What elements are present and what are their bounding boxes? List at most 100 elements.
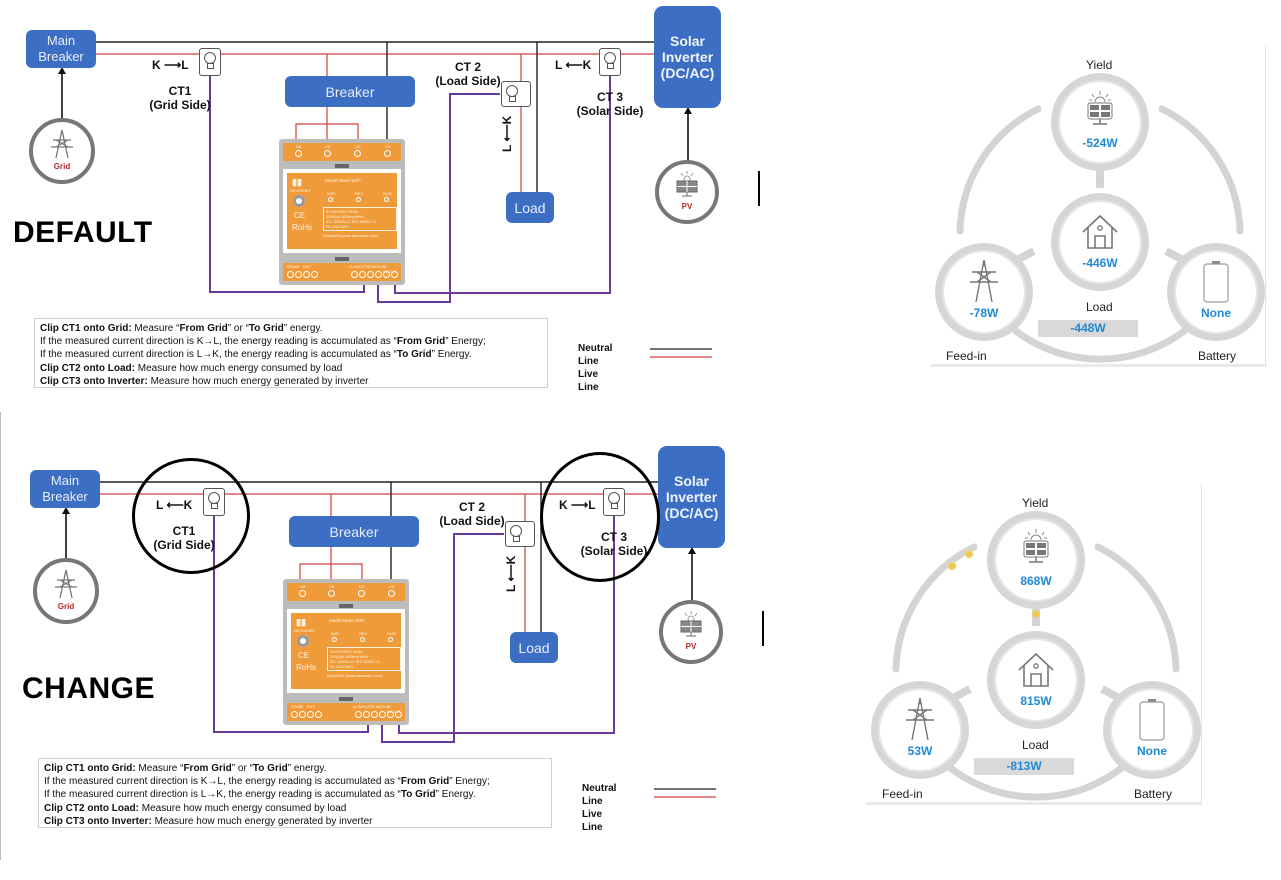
meter-panel: ▮▮ DEVIDEBIT Model:Meter-WiFi CE RoHs WI… [287,173,397,249]
note-line-1: Clip CT1 onto Grid: Measure “From Grid” … [44,763,327,774]
pv-label: PV [681,202,693,211]
line-legend: Neutral Line Live Line [578,342,612,394]
feed-in-label: Feed-in [882,787,923,801]
battery-icon [1139,699,1165,741]
load-label: Load [518,639,550,656]
ct3-highlight-circle [540,452,660,582]
wiring-lines [62,481,764,798]
grid-label: Grid [53,162,71,171]
load-total: -813W [974,758,1074,775]
solar-panel-icon [676,171,698,197]
meter-spec-box: 3X230/400V 50Hz 3X5(6)A 800imp/kWh IEC 6… [327,647,401,671]
ct2-direction: L ⟵K [500,115,514,152]
legend-live: Live Line [578,369,599,393]
yield-label: Yield [1022,496,1049,510]
load-node[interactable]: 815W [994,638,1078,722]
note-line-4: Clip CT2 onto Load: Measure how much ene… [44,802,347,814]
meter-top-terminals: UA UB UC UN [283,143,401,161]
load-total: -448W [1038,320,1138,337]
ct1-wire [213,516,369,733]
pylon-icon [51,129,73,159]
feed-in-label: Feed-in [946,349,987,363]
feed-in-node[interactable]: -78W [942,250,1026,334]
ct1-clamp-icon [199,48,221,76]
legend-live: Live Line [582,809,603,833]
house-icon [1018,652,1054,687]
solar-panel-icon [1023,529,1049,563]
load-box: Load [510,632,558,663]
battery-value: None [1137,744,1167,758]
load-value: 815W [1020,694,1052,708]
battery-node[interactable]: None [1174,250,1258,334]
brand-logo-icon: ▮▮ [296,617,306,627]
note-line-2: If the measured current direction is K→L… [40,336,486,348]
ct1-wire [209,76,365,293]
load-label: Load [514,199,546,216]
battery-label: Battery [1198,349,1237,363]
solar-panel-icon [1087,91,1113,125]
instructions-box: Clip CT1 onto Grid: Measure “From Grid” … [34,318,548,388]
ct2-label: CT 2(Load Side) [435,60,501,88]
meter-bottom-terminals: RS485 EXT IA IN/OUT IB IN/OUT IC IN/OUT [287,703,405,721]
pv-label: PV [685,642,697,651]
load-label: Load [1022,738,1049,752]
flow-dots [947,549,1040,618]
solar-panel-icon [680,611,702,637]
ct3-label: CT 3(Solar Side) [576,90,644,118]
grid-source: Grid [33,558,99,624]
ct2-clamp-icon [505,521,535,547]
breaker-box: Breaker [285,76,415,107]
ct3-clamp-icon [599,48,621,76]
solar-inverter-label: Solar Inverter (DC/AC) [660,33,715,81]
meter-panel: ▮▮ DEVIDEBIT Model:Meter-WiFi CE RoHs WI… [291,613,401,689]
note-line-5: Clip CT3 onto Inverter: Measure how much… [44,815,373,827]
ct2-direction: L ⟵K [504,555,518,592]
meter-bottom-terminals: RS485 EXT IA IN/OUT IB IN/OUT IC IN/OUT [283,263,401,281]
battery-label: Battery [1134,787,1173,801]
breaker-label: Breaker [325,83,375,100]
yield-node[interactable]: -524W [1058,80,1142,164]
reset-button-icon [297,635,309,647]
solar-inverter-label: Solar Inverter (DC/AC) [664,473,719,521]
pv-source: PV [655,160,719,224]
ct2-wire [381,533,504,743]
flow-arcs [892,543,1180,801]
ct1-direction: K ⟶L [152,58,189,72]
breaker-label: Breaker [329,523,379,540]
feed-in-value: 53W [907,744,933,758]
battery-node[interactable]: None [1110,688,1194,772]
load-node[interactable]: -446W [1058,200,1142,284]
load-label: Load [1086,300,1113,314]
feed-in-value: -78W [969,306,999,320]
ct2-wire [377,93,500,303]
yield-label: Yield [1086,58,1113,72]
battery-icon [1203,261,1229,303]
house-icon [1082,214,1118,249]
pylon-icon [906,697,934,741]
note-line-3: If the measured current direction is L→K… [44,789,476,801]
note-line-2: If the measured current direction is K→L… [44,776,490,788]
ct3-wire [394,76,611,294]
flow-arcs [956,105,1244,363]
grid-source: Grid [29,118,95,184]
ct2-label: CT 2(Load Side) [439,500,505,528]
solar-inverter-box: Solar Inverter (DC/AC) [658,446,725,548]
solar-inverter-box: Solar Inverter (DC/AC) [654,6,721,108]
legend-neutral: Neutral Line [582,783,617,807]
pylon-icon [970,259,998,303]
ct1-highlight-circle [132,458,250,574]
ct1-label: CT1(Grid Side) [149,84,211,112]
battery-value: None [1201,306,1231,320]
ct3-wire [398,516,615,734]
meter-spec-box: 3X230/400V 50Hz 3X5(6)A 800imp/kWh IEC 6… [323,207,397,231]
reset-button-icon [293,195,305,207]
section-title: CHANGE [22,672,156,705]
ct2-clamp-icon [501,81,531,107]
load-value: -446W [1082,256,1118,270]
note-line-5: Clip CT3 onto Inverter: Measure how much… [40,375,369,387]
energy-meter: UA UB UC UN ▮▮ DEVIDEBIT Model:Meter-WiF… [283,579,409,725]
load-box: Load [506,192,554,223]
feed-in-node[interactable]: 53W [878,688,962,772]
yield-node[interactable]: 868W [994,518,1078,602]
main-breaker-label: Main Breaker [38,33,84,64]
